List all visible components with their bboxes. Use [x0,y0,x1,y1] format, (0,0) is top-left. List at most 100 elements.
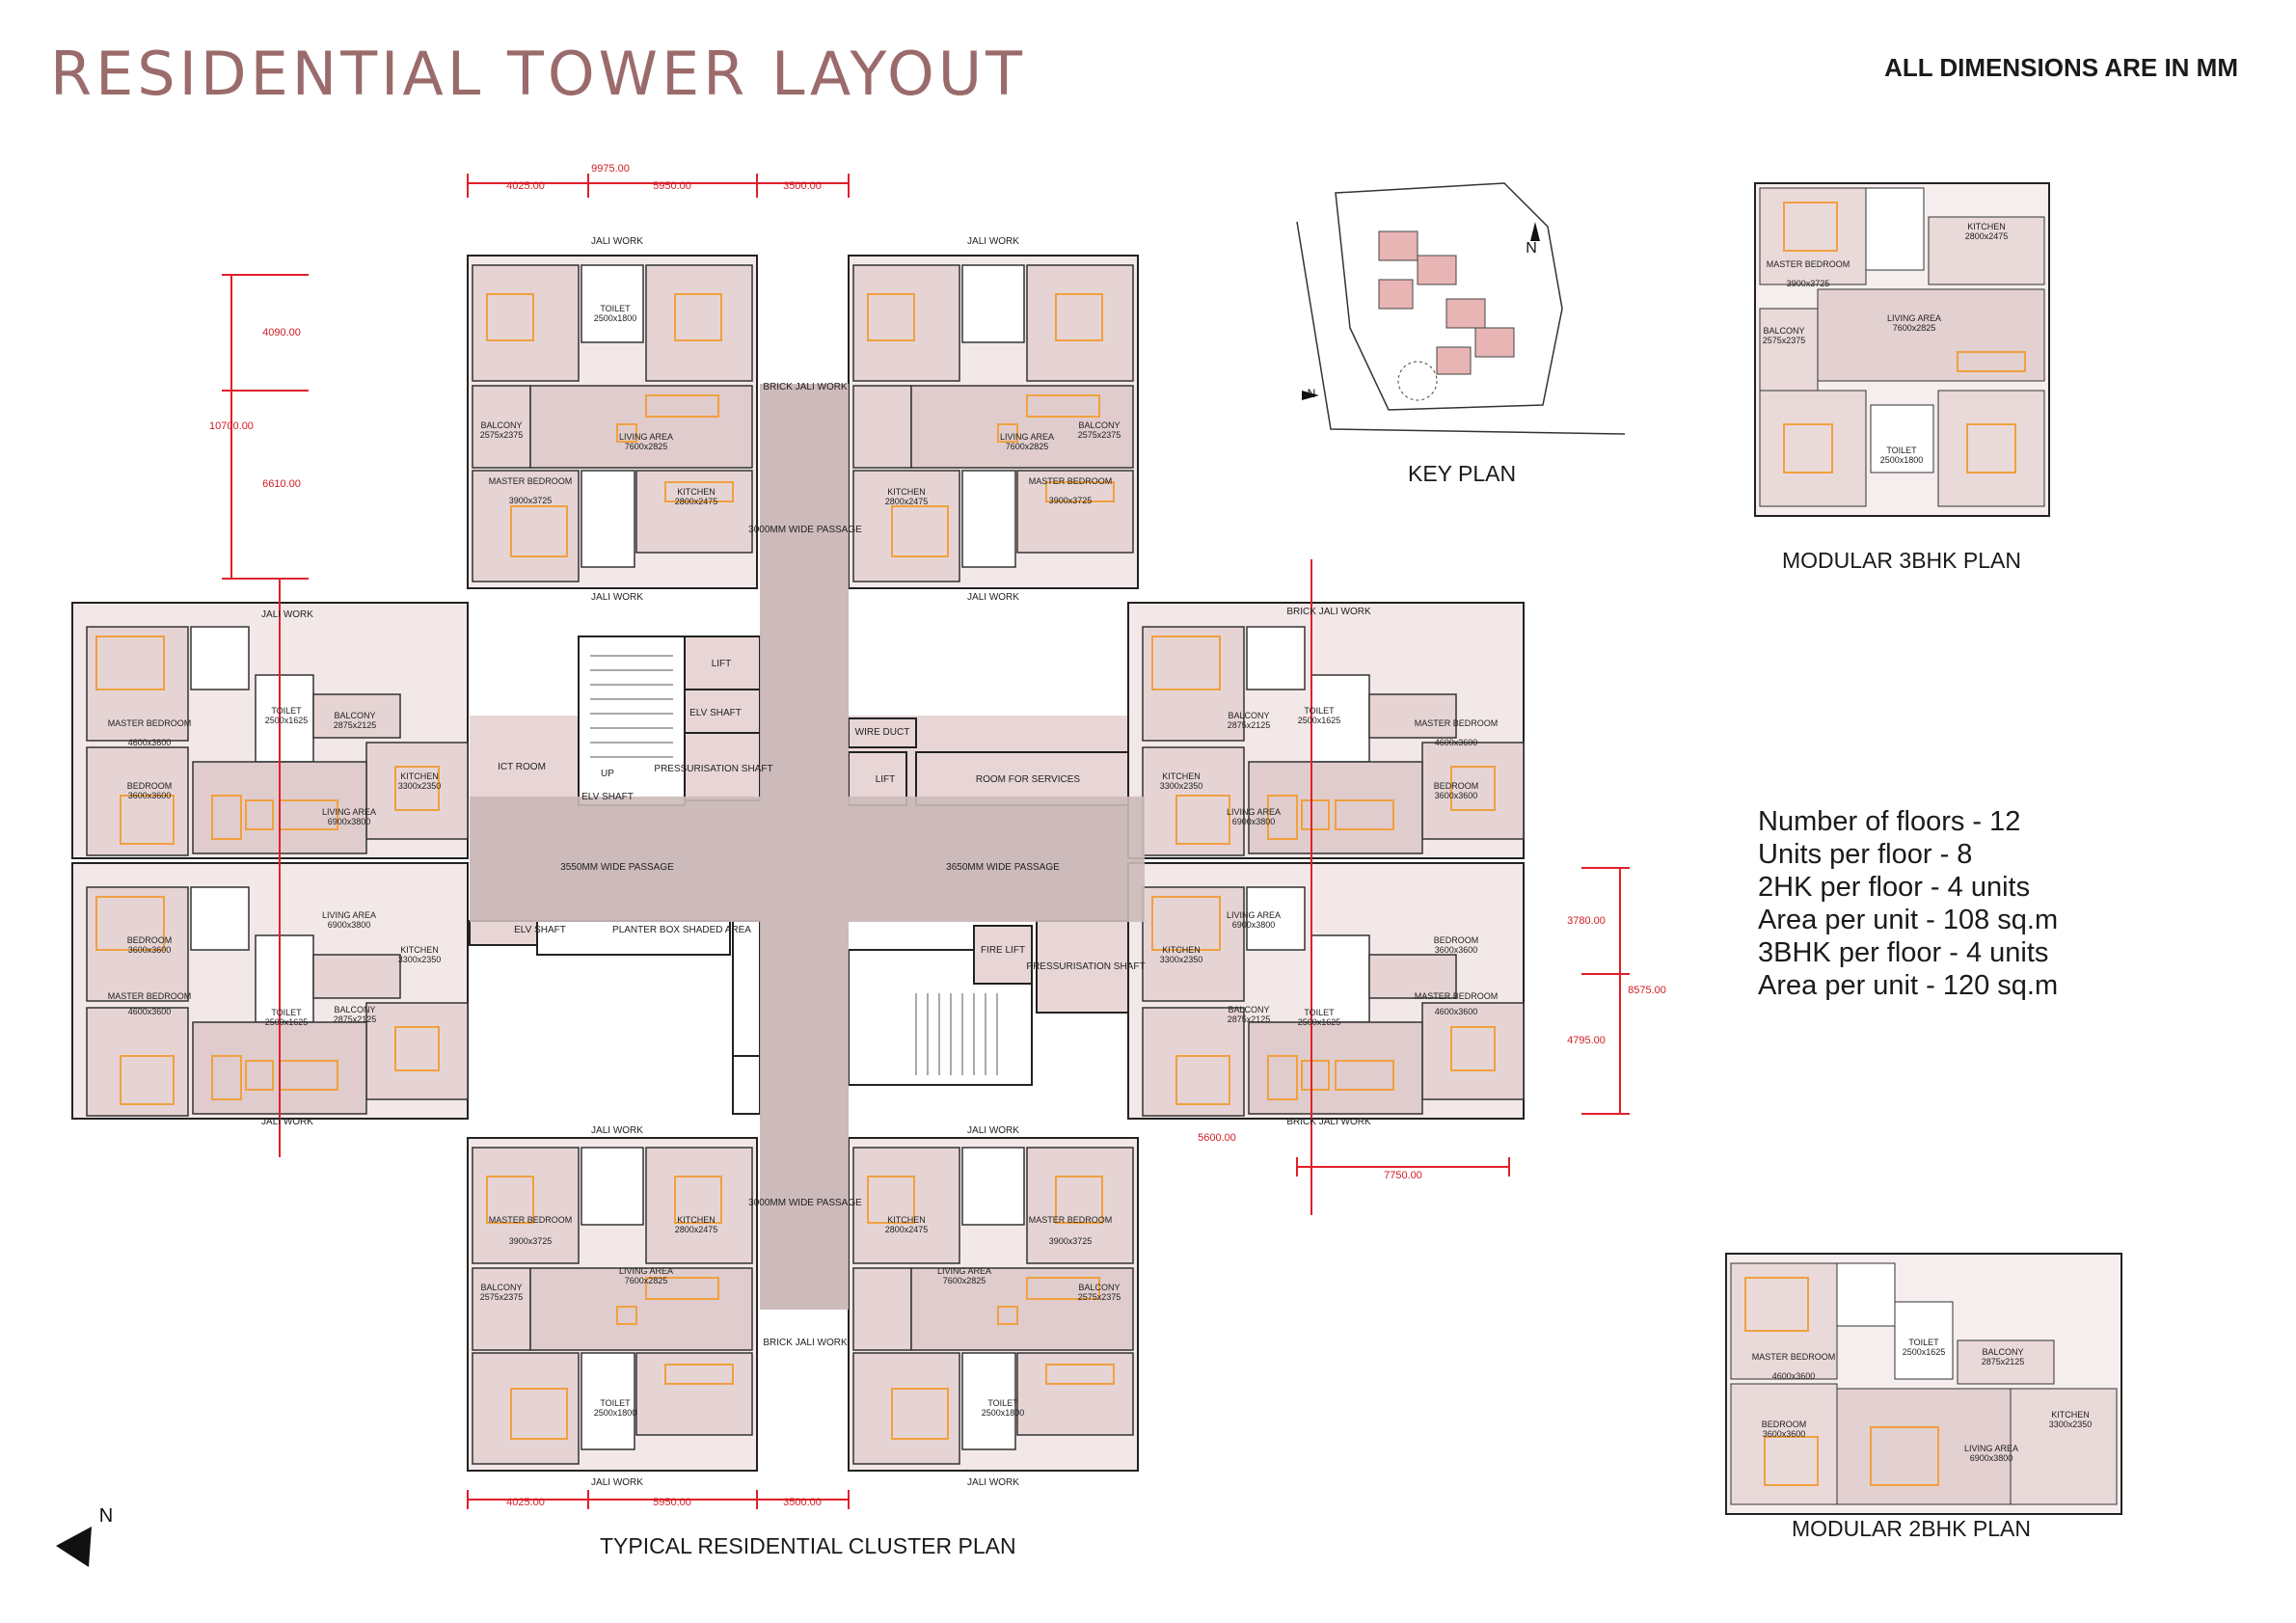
label-living-r1: LIVING AREA [1227,807,1281,817]
label-jali-left-top: JALI WORK [261,609,313,620]
label-toilet-r2: TOILET [1304,1008,1335,1017]
label-master-bl: MASTER BEDROOM [489,1215,573,1225]
label-toilet-r1-size: 2500x1625 [1298,716,1341,725]
caption-modular-3bhk: MODULAR 3BHK PLAN [1782,548,2021,573]
label-passage-east: 3650MM WIDE PASSAGE [946,862,1060,873]
label-living-size: 7600x2825 [625,442,668,451]
dimension-lines [222,174,1630,1509]
label-elv-shaft-lower: ELV SHAFT [514,925,566,935]
label-kitchen-bl-size: 2800x2475 [675,1225,718,1234]
label-master: MASTER BEDROOM [489,476,573,486]
label-passage-top: 3000MM WIDE PASSAGE [748,525,862,535]
label-kitchen-tr-size: 2800x2475 [885,497,929,506]
north-arrow-icon [56,1527,92,1567]
label-balcony-l2-size: 2875x2125 [334,1014,377,1024]
label-master-bl-size: 3900x3725 [509,1236,553,1246]
label-toilet-r1: TOILET [1304,706,1335,716]
m2-toilet-size: 2500x1625 [1903,1347,1946,1357]
label-up: UP [601,769,614,779]
label-master-tr-size: 3900x3725 [1049,496,1093,505]
m2-toilet: TOILET [1908,1338,1939,1347]
label-balcony-l1: BALCONY [334,711,375,720]
stat-3bhk-count: 3BHK per floor - 4 units [1758,937,2049,968]
label-kitchen-l1: KITCHEN [400,771,439,781]
label-bedroom-l2-size: 3600x3600 [128,945,172,955]
modular-3bhk-drawing [1754,182,2050,517]
label-kitchen-r1-size: 3300x2350 [1160,781,1203,791]
north-arrow-label: N [99,1505,113,1527]
label-toilet-r2-size: 2500x1625 [1298,1017,1341,1027]
label-bedroom-l2: BEDROOM [127,935,173,945]
m3-toilet-size: 2500x1800 [1880,455,1924,465]
label-elv-shaft-left: ELV SHAFT [689,708,742,718]
label-bedroom-l1: BEDROOM [127,781,173,791]
label-kitchen-l2: KITCHEN [400,945,439,955]
dim-left-total: 10700.00 [209,420,254,432]
key-plan-north-label: N [1526,240,1537,257]
label-balcony-bl: BALCONY [480,1283,522,1292]
dim-top-a: 4025.00 [506,180,545,192]
caption-modular-2bhk: MODULAR 2BHK PLAN [1792,1516,2031,1541]
label-master-size: 3900x3725 [509,496,553,505]
m2-bedroom: BEDROOM [1762,1420,1807,1429]
label-balcony-l2: BALCONY [334,1005,375,1014]
label-living-r2-size: 6900x3800 [1232,920,1276,930]
m3-balcony-size: 2575x2375 [1763,336,1806,345]
label-living-br: LIVING AREA [937,1266,991,1276]
label-brick-jali-bottom: BRICK JALI WORK [763,1338,848,1348]
label-balcony-size: 2575x2375 [480,430,524,440]
label-bedroom-l1-size: 3600x3600 [128,791,172,800]
label-master-r2: MASTER BEDROOM [1415,991,1499,1001]
label-balcony-r1: BALCONY [1228,711,1269,720]
label-toilet-br: TOILET [987,1398,1018,1408]
dim-top-total: 9975.00 [591,163,630,175]
label-living-bl: LIVING AREA [619,1266,673,1276]
dim-right-total: 8575.00 [1628,985,1666,996]
label-bedroom-r1: BEDROOM [1434,781,1479,791]
m3-balcony: BALCONY [1763,326,1804,336]
m3-master-size: 3900x3725 [1787,279,1830,288]
m2-kitchen: KITCHEN [2051,1410,2090,1420]
page-title: RESIDENTIAL TOWER LAYOUT [50,39,1027,109]
m2-kitchen-size: 3300x2350 [2049,1420,2093,1429]
stat-2hk-area: Area per unit - 108 sq.m [1758,905,2059,935]
label-kitchen-r1: KITCHEN [1162,771,1201,781]
label-balcony-br-size: 2575x2375 [1078,1292,1121,1302]
label-balcony-br: BALCONY [1078,1283,1120,1292]
label-kitchen-tr: KITCHEN [887,487,926,497]
label-master-r1-size: 4600x3600 [1435,738,1478,747]
label-living-l1-size: 6900x3800 [328,817,371,826]
key-plan-north-label-2: N [1308,387,1316,400]
label-jali-left-bottom: JALI WORK [261,1117,313,1127]
dim-top-c: 3500.00 [783,180,822,192]
label-jali-top-right: JALI WORK [967,236,1019,247]
label-toilet-l2: TOILET [271,1008,302,1017]
label-living-l2: LIVING AREA [322,910,376,920]
label-living-tr: LIVING AREA [1000,432,1054,442]
label-master-br: MASTER BEDROOM [1029,1215,1113,1225]
label-lift-right: LIFT [876,774,896,785]
label-kitchen-l2-size: 3300x2350 [398,955,442,964]
label-toilet-bl-size: 2500x1800 [594,1408,637,1418]
project-stats: Number of floors - 12 Units per floor - … [1758,805,2058,1002]
label-ict-room: ICT ROOM [498,762,546,772]
label-toilet-br-size: 2500x1800 [982,1408,1025,1418]
label-living-r2: LIVING AREA [1227,910,1281,920]
label-jali-top-left: JALI WORK [591,236,643,247]
stat-2hk-count: 2HK per floor - 4 units [1758,872,2031,903]
label-master-br-size: 3900x3725 [1049,1236,1093,1246]
m2-bedroom-size: 3600x3600 [1763,1429,1806,1439]
label-pressurisation-right: PRESSURISATION SHAFT [1026,961,1145,972]
m3-kitchen-size: 2800x2475 [1965,231,2009,241]
stat-units: Units per floor - 8 [1758,839,1973,870]
dim-right-w2: 7750.00 [1384,1170,1422,1181]
label-toilet-l2-size: 2500x1625 [265,1017,309,1027]
m3-kitchen: KITCHEN [1967,222,2006,231]
unit-2bhk-left-top [71,602,469,859]
dim-bot-a: 4025.00 [506,1497,545,1508]
label-kitchen-size: 2800x2475 [675,497,718,506]
label-toilet-l1: TOILET [271,706,302,716]
label-master-r2-size: 4600x3600 [1435,1007,1478,1016]
label-kitchen-br-size: 2800x2475 [885,1225,929,1234]
